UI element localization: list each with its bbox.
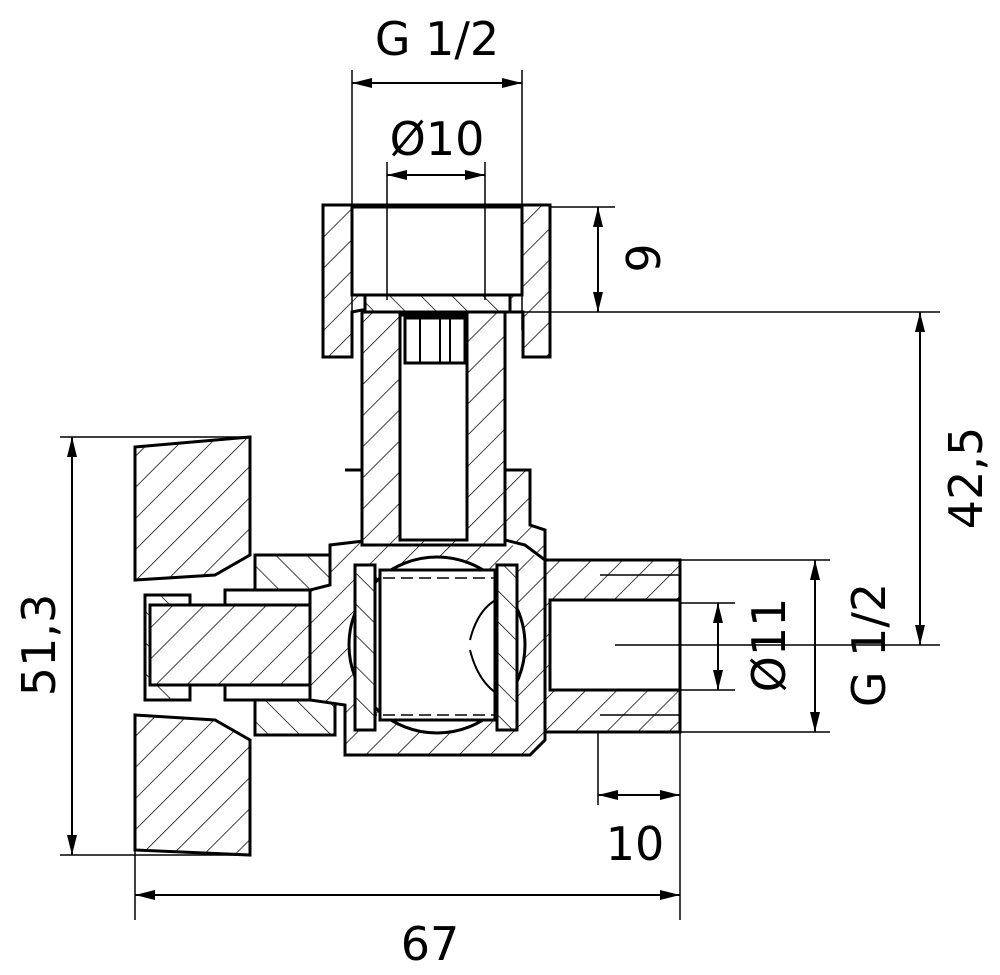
dim-outlet-thread: G 1/2 [842,583,896,707]
dim-overall-length: 67 [401,917,460,971]
stem-tube [360,310,507,547]
dim-outlet-bore: Ø11 [742,598,796,693]
dimension-lines [60,70,940,920]
dim-height-to-outlet: 42,5 [939,427,993,529]
dim-outlet-thread-length: 10 [606,817,665,871]
dim-top-thread: G 1/2 [375,12,499,66]
dim-top-bore: Ø10 [390,112,485,166]
dim-handle-height: 51,3 [12,594,66,696]
dim-nut-depth: 9 [617,243,671,272]
nut [321,203,552,359]
ball [347,555,527,735]
